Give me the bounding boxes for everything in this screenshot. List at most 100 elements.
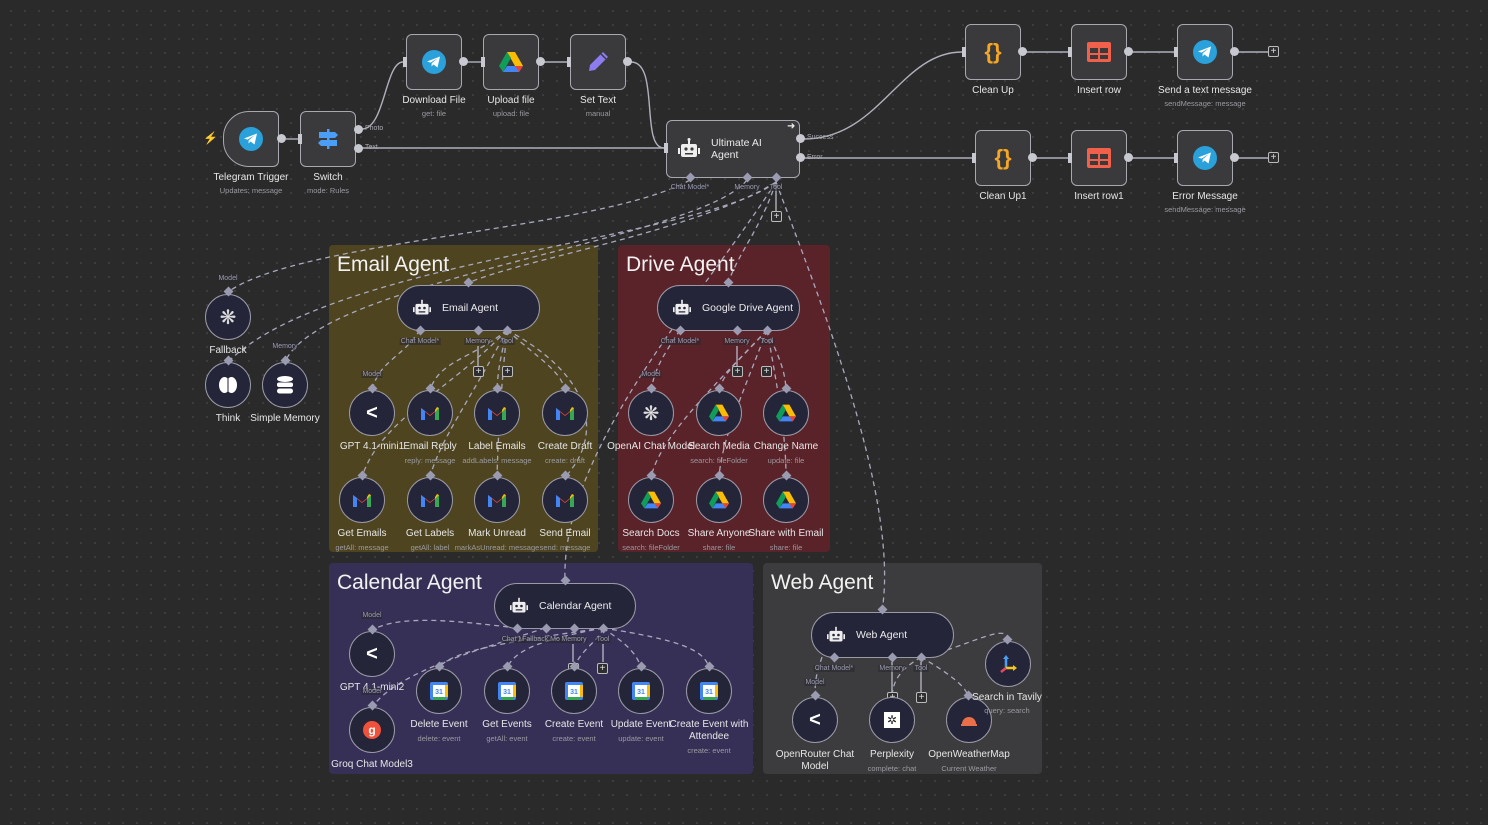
node-subtitle: create: draft	[544, 456, 586, 465]
output-port[interactable]	[1028, 153, 1037, 162]
output-port-success[interactable]	[796, 134, 805, 143]
tool-circle[interactable]: 31	[551, 668, 597, 714]
tool-circle[interactable]	[763, 477, 809, 523]
tool-circle[interactable]	[474, 390, 520, 436]
output-label-photo: Photo	[365, 125, 384, 132]
node-label: Get Events	[482, 719, 532, 730]
add-memory-button[interactable]: +	[732, 366, 743, 377]
tool-circle[interactable]: 31	[618, 668, 664, 714]
output-port[interactable]	[277, 134, 286, 143]
open-arrow-icon[interactable]: ➜	[787, 121, 796, 132]
input-port[interactable]	[962, 47, 966, 57]
tool-circle[interactable]	[628, 477, 674, 523]
input-port[interactable]	[972, 153, 976, 163]
node-subtitle: Current Weather	[941, 764, 997, 773]
calendar-agent-pill[interactable]: Calendar Agent	[494, 583, 636, 629]
switch-box[interactable]	[300, 111, 356, 167]
robot-icon	[673, 299, 691, 315]
simple-memory-circle[interactable]	[262, 362, 308, 408]
model-circle[interactable]: <	[349, 631, 395, 677]
gmail-icon	[421, 494, 439, 507]
add-tool-button[interactable]: +	[502, 366, 513, 377]
ultimate-agent-box[interactable]: Ultimate AI Agent	[666, 120, 800, 178]
think-circle[interactable]	[205, 362, 251, 408]
model-circle[interactable]: ❋	[628, 390, 674, 436]
tool-circle[interactable]	[407, 390, 453, 436]
output-port-error[interactable]	[796, 153, 805, 162]
tool-circle[interactable]: 31	[686, 668, 732, 714]
node-label: Create Event with Attendee	[669, 719, 749, 742]
insert-row1-box[interactable]	[1071, 130, 1127, 186]
port-label-fallback-model: Fallback Mo	[521, 636, 561, 643]
tool-circle[interactable]	[696, 390, 742, 436]
add-tool-button[interactable]: +	[761, 366, 772, 377]
add-tool-button[interactable]: +	[771, 211, 782, 222]
node-subtitle: create: event	[687, 746, 731, 755]
port-label-memory: Memory	[560, 636, 588, 643]
web-agent-pill[interactable]: Web Agent	[811, 612, 954, 658]
output-port[interactable]	[1230, 47, 1239, 56]
tool-circle[interactable]	[985, 641, 1031, 687]
input-port[interactable]	[567, 57, 571, 67]
model-circle[interactable]: g	[349, 707, 395, 753]
clean-up-box[interactable]: {}	[965, 24, 1021, 80]
input-port[interactable]	[1174, 47, 1178, 57]
send-text-box[interactable]	[1177, 24, 1233, 80]
output-port[interactable]	[459, 57, 468, 66]
input-port[interactable]	[481, 57, 485, 67]
tool-circle[interactable]: 31	[416, 668, 462, 714]
add-tool-button[interactable]: +	[597, 663, 608, 674]
google-drive-icon	[499, 52, 523, 72]
add-node-button[interactable]: +	[1268, 46, 1279, 57]
upload-file-box[interactable]	[483, 34, 539, 90]
clean-up1-box[interactable]: {}	[975, 130, 1031, 186]
email-agent-pill[interactable]: Email Agent	[397, 285, 540, 331]
agent-name: Calendar Agent	[539, 600, 612, 612]
fallback-circle[interactable]: ❋	[205, 294, 251, 340]
output-port-text[interactable]	[354, 144, 363, 153]
output-port[interactable]	[536, 57, 545, 66]
openai-icon: ❋	[642, 402, 660, 425]
tool-circle[interactable]: 31	[484, 668, 530, 714]
error-message-box[interactable]	[1177, 130, 1233, 186]
tool-circle[interactable]	[339, 477, 385, 523]
output-port-photo[interactable]	[354, 125, 363, 134]
node-label: Download File	[402, 95, 466, 106]
insert-row-box[interactable]	[1071, 24, 1127, 80]
tool-circle[interactable]	[763, 390, 809, 436]
tool-circle[interactable]	[407, 477, 453, 523]
node-label: Error Message	[1172, 191, 1238, 202]
trigger-bolt-icon: ⚡	[203, 131, 218, 145]
tool-circle[interactable]	[474, 477, 520, 523]
add-node-button[interactable]: +	[1268, 152, 1279, 163]
tool-circle[interactable]	[696, 477, 742, 523]
drive-agent-pill[interactable]: Google Drive Agent	[657, 285, 800, 331]
node-subtitle: query: search	[984, 706, 1030, 715]
node-subtitle: search: fileFolder	[622, 543, 680, 552]
model-circle[interactable]: <	[349, 390, 395, 436]
add-tool-button[interactable]: +	[916, 692, 927, 703]
output-port[interactable]	[1124, 47, 1133, 56]
tool-circle[interactable]	[946, 697, 992, 743]
output-port[interactable]	[1018, 47, 1027, 56]
input-port[interactable]	[1068, 153, 1072, 163]
telegram-trigger-box[interactable]	[223, 111, 279, 167]
node-label: Clean Up	[972, 85, 1014, 96]
tool-circle[interactable]	[542, 390, 588, 436]
add-memory-button[interactable]: +	[473, 366, 484, 377]
input-port[interactable]	[664, 143, 668, 153]
output-port[interactable]	[1230, 153, 1239, 162]
input-port[interactable]	[403, 57, 407, 67]
tool-circle[interactable]: ✲	[869, 697, 915, 743]
model-circle[interactable]: <	[792, 697, 838, 743]
set-text-box[interactable]	[570, 34, 626, 90]
google-drive-icon	[641, 491, 661, 509]
google-calendar-icon: 31	[632, 682, 650, 700]
tool-circle[interactable]	[542, 477, 588, 523]
input-port[interactable]	[1068, 47, 1072, 57]
input-port[interactable]	[1174, 153, 1178, 163]
output-port[interactable]	[623, 57, 632, 66]
output-port[interactable]	[1124, 153, 1133, 162]
input-port[interactable]	[298, 134, 302, 144]
download-file-box[interactable]	[406, 34, 462, 90]
